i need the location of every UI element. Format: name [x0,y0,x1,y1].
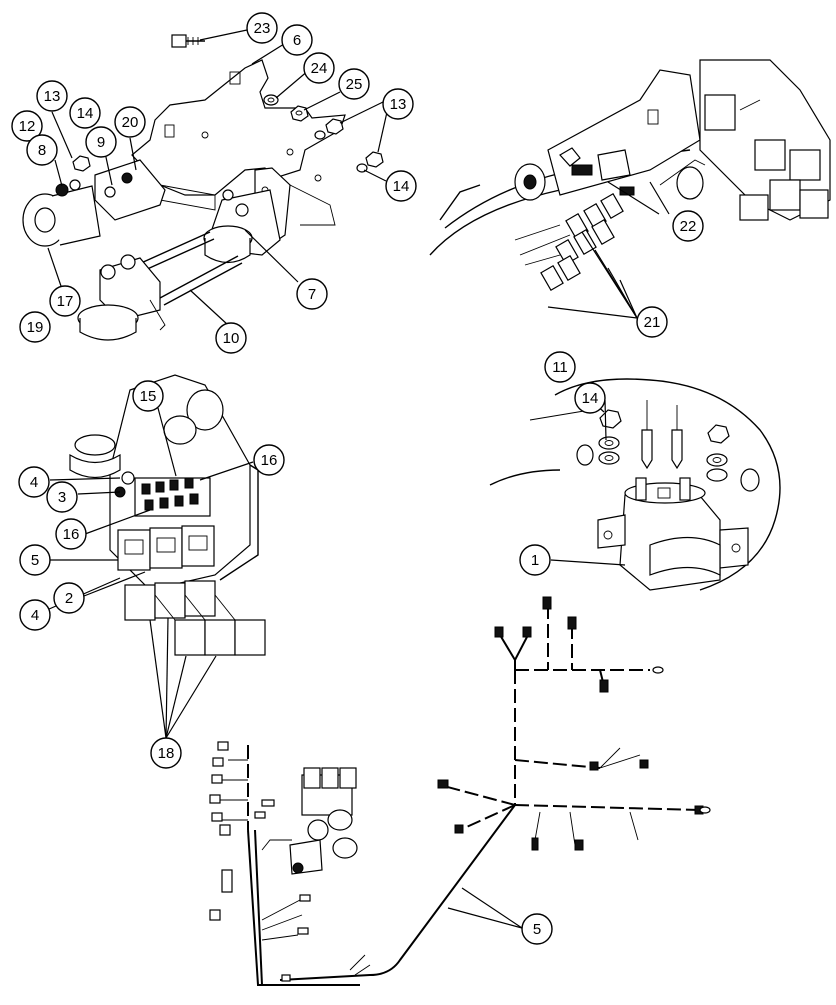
callout-12: 12 [11,110,43,142]
svg-text:3: 3 [58,489,66,506]
svg-text:14: 14 [582,390,599,407]
svg-text:25: 25 [346,76,363,93]
callout-25: 25 [338,68,370,100]
callout-16: 16 [55,518,87,550]
callout-22: 22 [672,210,704,242]
washer-24 [263,94,279,106]
svg-text:13: 13 [44,88,61,105]
fuse-block [134,477,211,517]
svg-text:1: 1 [531,552,539,569]
key-switch [22,179,101,247]
svg-text:23: 23 [254,20,271,37]
nut-25 [290,105,309,122]
callout-3: 3 [46,481,78,513]
callout-9: 9 [85,126,117,158]
callout-1: 1 [519,544,551,576]
svg-text:24: 24 [311,60,328,77]
svg-text:21: 21 [644,314,661,331]
bolt-23 [171,34,205,48]
svg-text:6: 6 [293,32,301,49]
callout-19: 19 [19,311,51,343]
svg-text:14: 14 [393,178,410,195]
callout-18: 18 [150,737,182,769]
callout-6: 6 [281,24,313,56]
callout-14: 14 [574,382,606,414]
relays-21 [514,193,624,291]
svg-text:19: 19 [27,319,44,336]
harness-relay-cluster [261,767,358,875]
svg-text:4: 4 [30,474,38,491]
relay-block [699,59,831,221]
svg-text:9: 9 [97,134,105,151]
svg-text:16: 16 [261,452,278,469]
svg-text:8: 8 [38,142,46,159]
callout-7: 7 [296,278,328,310]
leader-lines [39,29,670,929]
svg-text:4: 4 [31,607,39,624]
callout-4: 4 [19,599,51,631]
svg-text:22: 22 [680,218,697,235]
callout-16: 16 [253,444,285,476]
svg-text:16: 16 [63,526,80,543]
installed-view-top [429,59,831,291]
callout-23: 23 [246,12,278,44]
svg-text:15: 15 [140,388,157,405]
solenoid-7 [203,189,281,264]
solenoid-lower [77,254,166,341]
svg-text:10: 10 [223,330,240,347]
solenoid-detail [489,378,781,591]
key-switch-installed [514,147,706,201]
callout-17: 17 [49,285,81,317]
svg-text:2: 2 [65,590,73,607]
svg-text:17: 17 [57,293,74,310]
callout-13: 13 [36,80,68,112]
svg-text:13: 13 [390,96,407,113]
switch-plate-20 [72,155,166,221]
callout-20: 20 [114,106,146,138]
callout-24: 24 [303,52,335,84]
svg-text:7: 7 [308,286,316,303]
svg-text:5: 5 [31,552,39,569]
bracket-assembly [22,34,384,341]
callout-14: 14 [69,97,101,129]
callout-15: 15 [132,380,164,412]
callout-8: 8 [26,134,58,166]
svg-text:5: 5 [533,921,541,938]
svg-text:12: 12 [19,118,36,135]
callout-4: 4 [18,466,50,498]
svg-text:14: 14 [77,105,94,122]
svg-text:20: 20 [122,114,139,131]
relay-panel [69,374,266,656]
svg-text:11: 11 [552,359,568,376]
callout-21: 21 [636,306,668,338]
callout-2: 2 [53,582,85,614]
callout-5: 5 [521,913,553,945]
callout-13: 13 [382,88,414,120]
callout-5: 5 [19,544,51,576]
callout-14: 14 [385,170,417,202]
callout-11: 11 [544,351,576,383]
callout-10: 10 [215,322,247,354]
wiring-harness [209,596,711,986]
svg-text:18: 18 [158,745,175,762]
relays-18 [124,580,266,656]
